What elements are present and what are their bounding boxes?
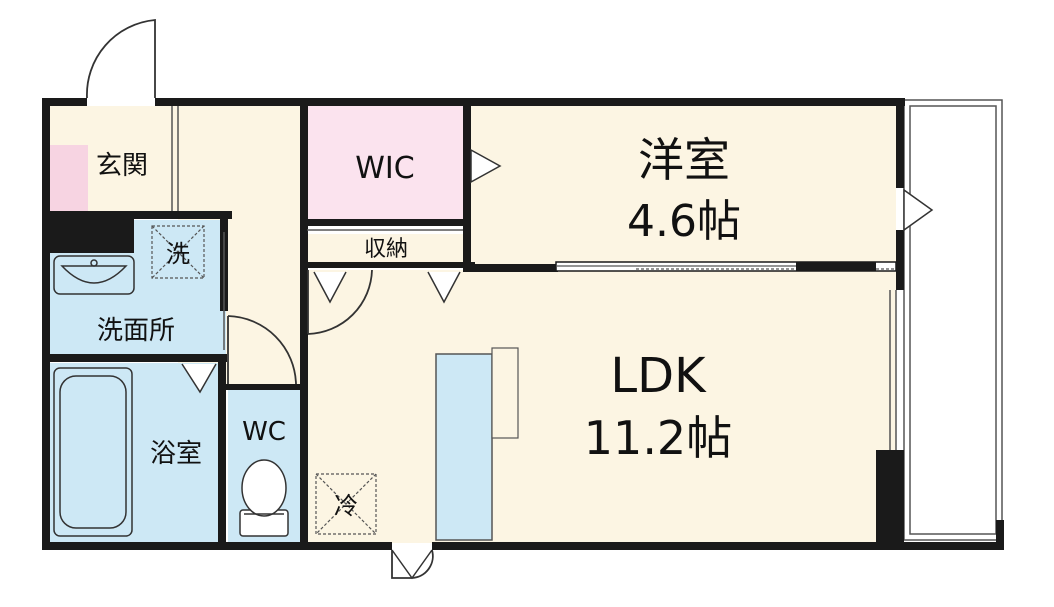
storage-label: 収納 [364,237,408,262]
sliding-panel-end [796,262,876,271]
fridge-label: 冷 [334,492,358,520]
wall-western-bottom-left [463,264,558,272]
bathtub-inner [59,375,127,529]
fridge-space-box [315,473,377,535]
washer-label: 洗 [166,240,190,268]
toilet-bowl [241,459,287,517]
thin-lines [171,106,897,450]
bathtub [53,367,133,537]
room-labels: 玄関 WIC 洋室 4.6帖 収納 洗 洗面所 LDK 11.2帖 WC 浴室 … [96,133,741,520]
opening-markers [181,148,934,580]
wic-label: WIC [355,151,414,186]
fridge-box-diag-2 [315,473,377,535]
wic-opening-marker [470,148,502,184]
storage-opening-marker-1 [313,271,347,304]
floor-fills [50,106,896,543]
wall-top-left [42,98,87,106]
balcony [903,99,1003,541]
genkan-label: 玄関 [96,151,148,181]
wall-bath-top [42,354,227,362]
western-room-floor [470,106,896,266]
wall-right-top [896,98,904,188]
wall-bottom-right [432,542,1004,550]
ldk-size: 11.2帖 [584,411,732,465]
bathroom-floor [50,363,220,543]
washer-box-diag-2 [151,225,205,279]
wall-wic-bottom [300,219,470,226]
bathroom-label: 浴室 [150,439,202,469]
wall-washroom-top [42,211,232,219]
wall-top-mid [155,98,905,106]
bathtub-outer [53,367,133,537]
washroom-label: 洗面所 [97,316,175,346]
storage-opening-marker-2 [427,271,461,304]
toilet [239,459,289,537]
washbasin-counter [53,255,135,295]
storage-floor [307,234,467,264]
wall-storage-right [463,226,471,268]
wall-balcony-edge [996,520,1004,550]
western-window-marker [903,188,934,232]
fridge-box [315,473,377,535]
washbasin [53,255,135,295]
ldk-label: LDK [610,348,707,404]
wall-washroom-block [42,211,134,253]
wc-door [227,315,297,385]
wc-label: WC [242,417,286,447]
wall-vert-302 [300,98,308,550]
kitchen-counter-top [491,347,519,439]
sliding-partition [555,261,897,272]
wall-right-bottom-post [876,450,904,550]
balcony-door-marker [391,549,433,580]
wic-floor [307,106,467,220]
wall-bottom-left [42,542,392,550]
wall-wic-right [463,98,471,226]
washer-box [151,225,205,279]
wall-wc-top [226,384,308,390]
balcony-inner [909,105,997,535]
walls [42,98,1004,550]
entrance-door [86,19,156,99]
balcony-outer [903,99,1003,541]
wall-bath-right [218,362,226,550]
wall-right-mid [896,230,904,290]
washbasin-drain [90,259,98,267]
wall-left [42,98,50,550]
washbasin-bowl [60,265,128,284]
kitchen-counter [435,353,493,541]
ldk-door [307,269,373,335]
western-room-label: 洋室 [638,133,730,187]
bath-door-marker [181,363,217,394]
washer-space-box [151,225,205,279]
western-room-size: 4.6帖 [627,196,741,247]
ldk-floor [307,270,896,543]
shoe-cabinet [50,145,88,211]
wall-storage-bottom [300,262,475,268]
